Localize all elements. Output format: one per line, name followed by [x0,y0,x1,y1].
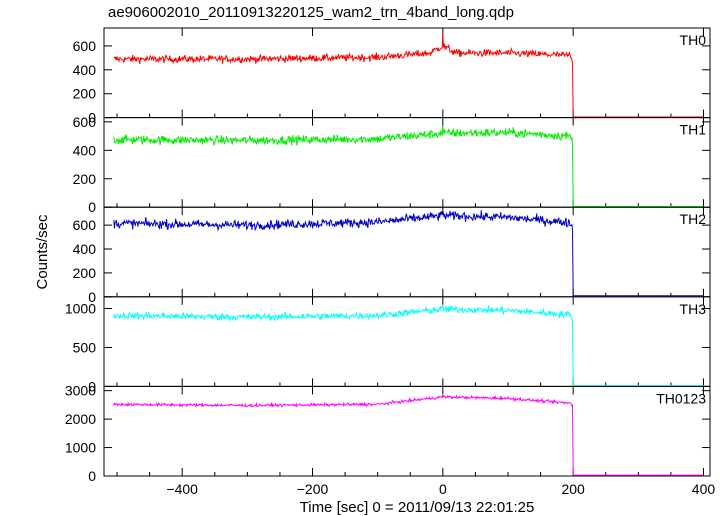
y-tick-label: 400 [73,62,97,78]
y-tick-label: 0 [88,199,96,215]
y-tick-label: 0 [88,468,96,484]
series-line-th2 [113,210,704,297]
series-line-th1 [113,125,704,207]
series-line-th0 [113,32,704,118]
x-axis-title: Time [sec] 0 = 2011/09/13 22:01:25 [300,499,535,516]
y-tick-label: 600 [73,114,97,130]
series-line-th0123 [113,393,704,476]
panel-frame-th0 [103,27,711,119]
x-tick-label: 200 [561,481,585,497]
panel-frame-th2 [103,206,711,298]
y-axis-title: Counts/sec [34,214,51,290]
panel-label-th0: TH0 [680,32,707,48]
x-tick-label: 0 [439,481,447,497]
series-line-th3 [113,305,704,387]
y-tick-label: 0 [88,289,96,305]
y-tick-label: 500 [73,339,97,355]
y-tick-label: 1000 [65,300,96,316]
panel-label-th2: TH2 [680,211,707,227]
y-tick-label: 3000 [65,383,96,399]
y-tick-label: 0 [88,378,96,394]
x-tick-label: −400 [166,481,198,497]
chart-title: ae906002010_20110913220125_wam2_trn_4ban… [108,4,514,21]
y-tick-label: 400 [73,142,97,158]
y-tick-label: 600 [73,38,97,54]
panel-label-th3: TH3 [680,301,707,317]
y-tick-label: 400 [73,241,97,257]
y-tick-label: 200 [73,265,97,281]
x-tick-label: 400 [692,481,716,497]
panel-frame-th3 [103,296,711,387]
y-tick-label: 200 [73,171,97,187]
y-tick-label: 0 [88,110,96,126]
panel-frame-th0123 [103,385,711,477]
y-tick-label: 2000 [65,411,96,427]
y-tick-label: 200 [73,86,97,102]
panel-frame-th1 [103,117,711,208]
y-tick-label: 600 [73,217,97,233]
panel-label-th0123: TH0123 [656,390,706,406]
y-tick-label: 1000 [65,440,96,456]
panel-label-th1: TH1 [680,122,707,138]
x-tick-label: −200 [297,481,329,497]
